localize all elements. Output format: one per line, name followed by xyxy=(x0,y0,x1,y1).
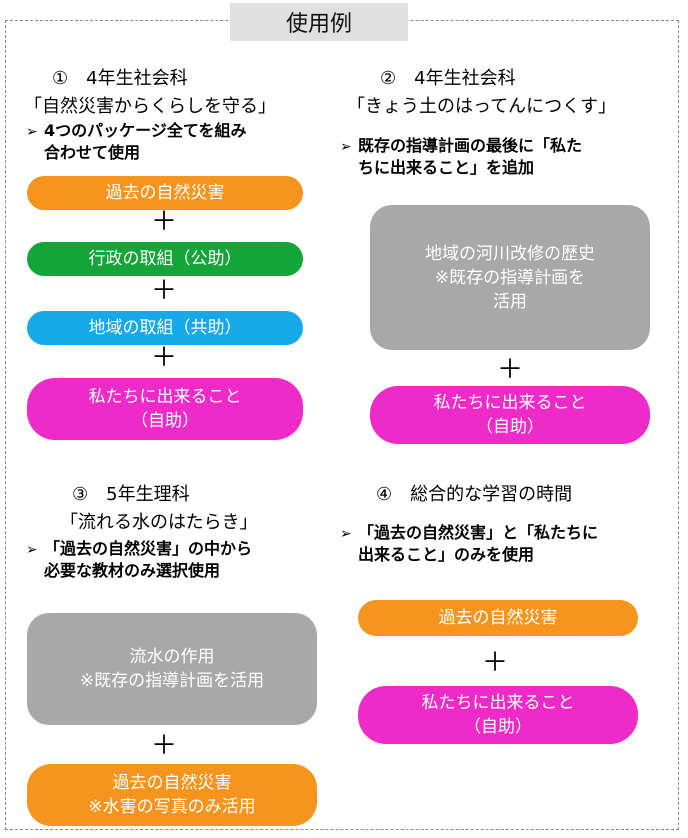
sec3-box-running-water-line2: ※既存の指導計画を活用 xyxy=(79,671,265,691)
sec4-box-self-help-line1: 私たちに出来ること xyxy=(421,693,575,713)
sec1-note-line1: 4つのパッケージ全てを組み xyxy=(44,121,247,140)
sec3-note-line1: 「過去の自然災害」の中から xyxy=(44,539,253,558)
sec3-box-running-water: 流水の作用 ※既存の指導計画を活用 xyxy=(27,613,317,725)
sec4-box-self-help: 私たちに出来ること （自助） xyxy=(358,686,638,744)
plus-sign: ＋ xyxy=(150,207,177,237)
sec2-box-river-history-line2: ※既存の指導計画を xyxy=(434,267,586,288)
sec1-box-mutual-help-label: 地域の取組（共助） xyxy=(88,318,242,338)
sec2-note-line1: 既存の指導計画の最後に「私た xyxy=(358,136,583,155)
sec4-note-line2: 出来ること」のみを使用 xyxy=(358,545,535,564)
sec4-note-line1: 「過去の自然災害」と「私たちに xyxy=(358,523,599,542)
sec2-note-line2: ちに出来ること」を追加 xyxy=(358,158,535,177)
sec2-box-river-history-line3: 活用 xyxy=(493,291,527,312)
sec2-box-self-help-line1: 私たちに出来ること xyxy=(433,393,587,413)
sec1-box-public-help: 行政の取組（公助） xyxy=(27,242,303,276)
sec1-title: ① 4年生社会科 xyxy=(52,68,188,89)
sec2-box-river-history-line1: 地域の河川改修の歴史 xyxy=(425,243,595,264)
sec3-note: ➢ 「過去の自然災害」の中から 必要な教材のみ選択使用 xyxy=(26,538,336,582)
sec1-box-mutual-help: 地域の取組（共助） xyxy=(27,311,303,345)
sec3-subtitle: 「流れる水のはたらき」 xyxy=(60,512,258,533)
sec1-box-self-help: 私たちに出来ること （自助） xyxy=(27,378,303,440)
sec1-note-line2: 合わせて使用 xyxy=(44,143,141,162)
sec3-box-past-disasters-line1: 過去の自然災害 xyxy=(112,773,232,793)
sec1-box-past-disasters: 過去の自然災害 xyxy=(27,176,303,210)
arrow-icon: ➢ xyxy=(340,526,352,542)
header-title: 使用例 xyxy=(230,3,408,41)
arrow-icon: ➢ xyxy=(340,139,352,155)
sec2-title: ② 4年生社会科 xyxy=(380,68,516,89)
arrow-icon: ➢ xyxy=(26,124,38,140)
sec2-box-self-help-line2: （自助） xyxy=(476,417,544,437)
sec1-box-self-help-line1: 私たちに出来ること xyxy=(88,387,242,407)
sec2-subtitle: 「きょう土のはってんにつくす」 xyxy=(347,96,617,117)
sec4-box-self-help-line2: （自助） xyxy=(464,717,532,737)
plus-sign: ＋ xyxy=(481,648,508,678)
sec1-box-self-help-line2: （自助） xyxy=(131,411,199,431)
plus-sign: ＋ xyxy=(150,276,177,306)
sec1-box-public-help-label: 行政の取組（公助） xyxy=(88,249,242,269)
sec1-subtitle: 「自然災害からくらしを守る」 xyxy=(24,96,276,117)
plus-sign: ＋ xyxy=(150,731,177,761)
sec2-box-river-history: 地域の河川改修の歴史 ※既存の指導計画を 活用 xyxy=(370,205,650,350)
sec4-box-past-disasters: 過去の自然災害 xyxy=(358,600,638,636)
sec4-note: ➢ 「過去の自然災害」と「私たちに 出来ること」のみを使用 xyxy=(340,522,676,566)
sec3-note-line2: 必要な教材のみ選択使用 xyxy=(44,561,221,580)
sec3-title: ③ 5年生理科 xyxy=(72,484,190,505)
arrow-icon: ➢ xyxy=(26,542,38,558)
sec2-note: ➢ 既存の指導計画の最後に「私た ちに出来ること」を追加 xyxy=(340,135,676,179)
plus-sign: ＋ xyxy=(150,343,177,373)
plus-sign: ＋ xyxy=(496,355,523,385)
sec1-box-past-disasters-label: 過去の自然災害 xyxy=(105,183,225,203)
sec4-box-past-disasters-label: 過去の自然災害 xyxy=(438,608,558,628)
sec3-box-running-water-line1: 流水の作用 xyxy=(129,647,215,667)
sec2-box-self-help: 私たちに出来ること （自助） xyxy=(370,386,650,444)
sec1-note: ➢ 4つのパッケージ全てを組み 合わせて使用 xyxy=(26,120,326,164)
sec3-box-past-disasters: 過去の自然災害 ※水害の写真のみ活用 xyxy=(27,764,317,826)
sec3-box-past-disasters-line2: ※水害の写真のみ活用 xyxy=(88,797,256,817)
sec4-title: ④ 総合的な学習の時間 xyxy=(376,484,573,505)
